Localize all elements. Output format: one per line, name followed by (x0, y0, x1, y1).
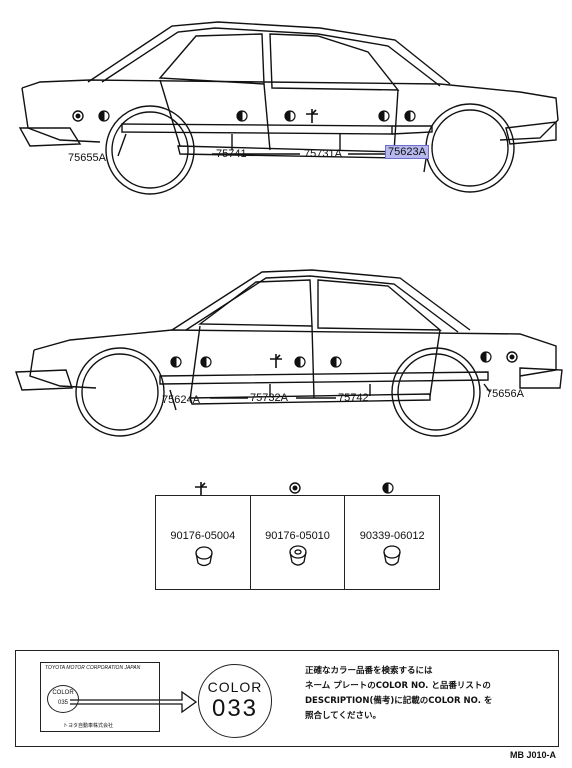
color-code-circle: COLOR 033 (198, 664, 272, 738)
color-note-box (15, 650, 559, 747)
color-number: 033 (211, 695, 259, 722)
bottom-car-outline (15, 269, 563, 437)
plate-color-label: COLOR (52, 690, 74, 696)
note-line: 正確なカラー品番を検索するには (305, 666, 433, 676)
color-note-text: 正確なカラー品番を検索するには ネーム プレートのCOLOR NO. と品番リス… (305, 664, 555, 724)
plus-clip-icon (195, 482, 207, 496)
part-number: 90176-05010 (265, 530, 330, 542)
label-75741: 75741 (216, 148, 247, 160)
name-plate-illustration: TOYOTA MOTOR CORPORATION JAPAN COLOR 035… (40, 662, 160, 732)
diagram-code: MB J010-A (509, 750, 556, 760)
part-cell: 90176-05004 (156, 496, 251, 589)
part-cell: 90339-06012 (345, 496, 439, 589)
bottom-car-clips (170, 351, 518, 368)
part-icons (195, 482, 401, 567)
plate-color-code: 035 (57, 700, 68, 706)
note-line: ネーム プレートのCOLOR NO. と品番リストの (305, 681, 491, 691)
label-75623A-highlighted[interactable]: 75623A (385, 145, 429, 159)
part-number: 90339-06012 (359, 530, 425, 542)
part-cell: 90176-05010 (251, 496, 346, 589)
label-75732A: 75732A (250, 392, 288, 404)
label-75655A: 75655A (68, 152, 106, 164)
parts-table: 90176-05004 90176-05010 90339-06012 (155, 495, 440, 590)
half-circle-clip-icon (382, 482, 394, 494)
label-75731A: 75731A (304, 148, 342, 160)
note-line: DESCRIPTION(備考)に記載のCOLOR NO. を (305, 696, 493, 706)
plate-maker: トヨタ自動車株式会社 (63, 723, 114, 729)
ring-clip-icon (289, 482, 301, 494)
part-number: 90176-05004 (170, 530, 236, 542)
top-car-clips (72, 109, 416, 123)
color-word: COLOR (207, 679, 263, 695)
top-car-outline (18, 21, 559, 195)
label-75656A: 75656A (486, 388, 524, 400)
plate-color-circle: COLOR 035 (47, 685, 79, 713)
plate-arrow-icon (70, 690, 198, 714)
label-75742: 75742 (338, 392, 369, 404)
label-75624A: 75624A (162, 394, 200, 406)
note-line: 照合してください。 (305, 711, 381, 721)
plate-title: TOYOTA MOTOR CORPORATION JAPAN (45, 665, 141, 671)
